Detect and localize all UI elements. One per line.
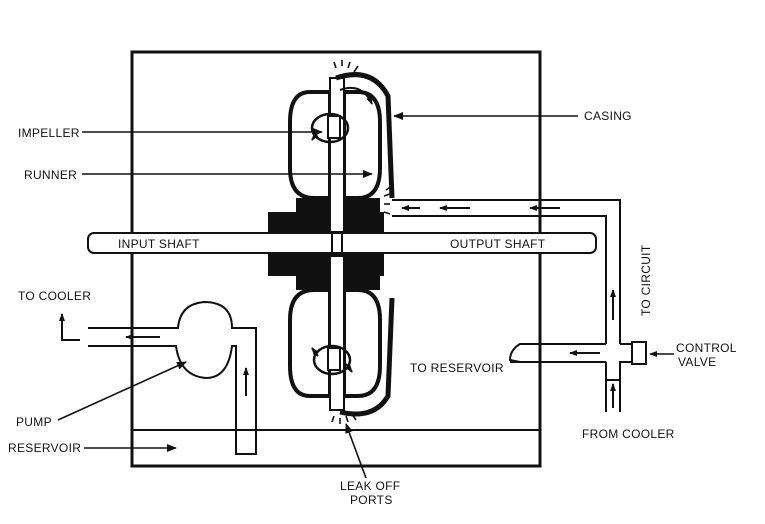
- control-valve-label-2: VALVE: [678, 355, 716, 369]
- control-valve: [508, 341, 647, 412]
- from-cooler-label: FROM COOLER: [582, 427, 675, 441]
- impeller-label: IMPELLER: [18, 126, 80, 140]
- leak-off-label-2: PORTS: [350, 493, 393, 507]
- input-shaft-label: INPUT SHAFT: [118, 237, 200, 251]
- runner-label: RUNNER: [24, 168, 77, 182]
- pump-leader: [57, 361, 187, 421]
- reservoir-label: RESERVOIR: [8, 441, 81, 455]
- housing-outline: [130, 50, 542, 468]
- casing-label: CASING: [584, 109, 632, 123]
- to-circuit-label: TO CIRCUIT: [639, 244, 653, 316]
- pump-label: PUMP: [16, 415, 52, 429]
- output-shaft-label: OUTPUT SHAFT: [450, 237, 546, 251]
- return-pipe: [392, 199, 621, 344]
- leak-off-label-1: LEAK OFF: [340, 479, 400, 493]
- control-valve-label-1: CONTROL: [676, 341, 737, 355]
- leak-off-leader: [345, 423, 367, 479]
- lower-coupling-element: [288, 255, 395, 424]
- to-cooler-arrow: [59, 313, 80, 341]
- to-cooler-label: TO COOLER: [18, 289, 91, 303]
- to-reservoir-label: TO RESERVOIR: [410, 361, 504, 375]
- pump: [88, 300, 257, 455]
